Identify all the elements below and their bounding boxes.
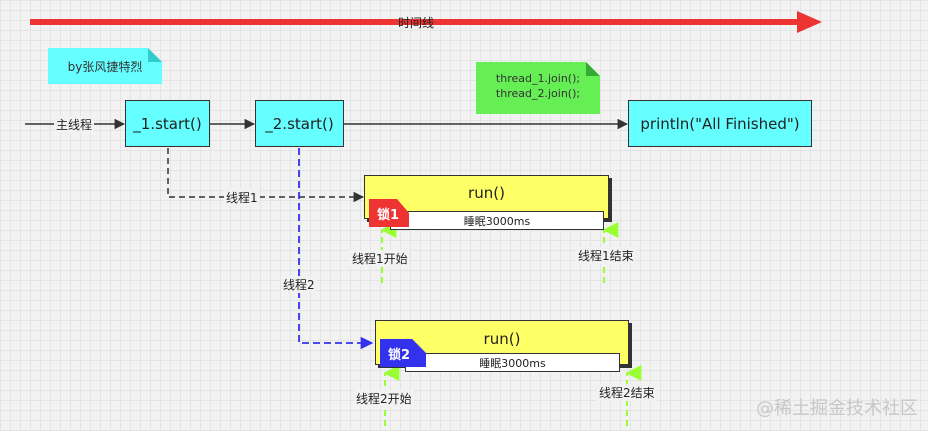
thread2-end-label: 线程2结束 <box>597 384 657 401</box>
join-note-line2: thread_2.join(); <box>495 87 581 100</box>
author-note: by张风捷特烈 <box>48 48 162 84</box>
thread1-end-label: 线程1结束 <box>576 247 636 264</box>
author-note-fold <box>148 48 162 62</box>
thread1-sleep-bar: 睡眠3000ms <box>390 211 604 230</box>
start2-box: _2.start() <box>255 100 344 147</box>
join-note: thread_1.join(); thread_2.join(); <box>476 62 600 114</box>
start1-box: _1.start() <box>125 100 210 147</box>
timeline-arrow <box>30 11 822 33</box>
thread1-label: 线程1 <box>224 189 260 206</box>
timeline-label: 时间线 <box>398 16 435 30</box>
join-note-fold <box>586 62 600 76</box>
all-finished-box: println("All Finished") <box>628 100 812 147</box>
thread2-dashed-arrow <box>298 148 374 350</box>
thread1-dashed-arrow <box>167 148 365 203</box>
main-thread-label: 主线程 <box>54 116 95 133</box>
thread2-label: 线程2 <box>281 276 317 293</box>
thread2-run-label: run() <box>483 330 521 348</box>
join-note-line1: thread_1.join(); <box>495 72 581 85</box>
thread1-run-label: run() <box>468 184 505 202</box>
thread2-sleep-bar: 睡眠3000ms <box>405 353 620 372</box>
watermark: @稀土掘金技术社区 <box>756 398 918 419</box>
thread1-start-label: 线程1开始 <box>350 250 410 267</box>
thread2-start-label: 线程2开始 <box>354 390 414 407</box>
thread1-lock-badge: 锁1 <box>369 199 409 227</box>
